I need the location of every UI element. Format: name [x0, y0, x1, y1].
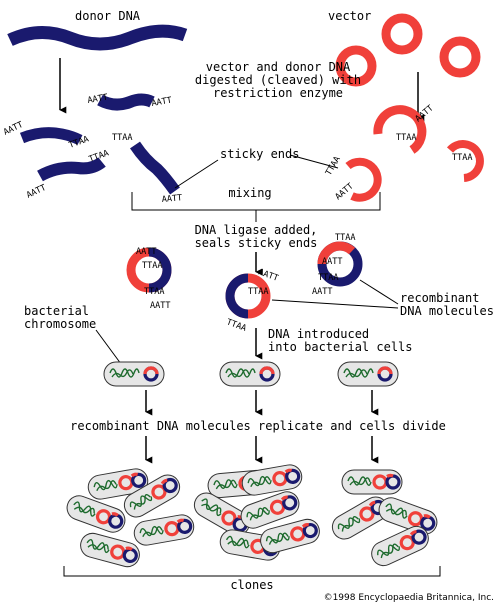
sticky-end-seq: TTAA: [335, 233, 355, 243]
sticky-end-seq: AATT: [136, 247, 156, 257]
vector-plasmid: [335, 45, 377, 87]
clone-cluster-left: [62, 465, 198, 571]
donor-dna-label: donor DNA: [75, 9, 141, 23]
sticky-end-seq: TTAA: [318, 273, 338, 283]
sticky-end-seq: TTAA: [396, 133, 416, 143]
clones-bracket: [63, 566, 441, 577]
bacterial-label-1: bacterial: [24, 304, 89, 318]
leader-line: [359, 279, 399, 305]
sticky-end-seq: TTAA: [142, 261, 162, 271]
donor-dna-strand: [7, 24, 188, 51]
copyright: ©1998 Encyclopaedia Britannica, Inc.: [324, 593, 494, 603]
sticky-end-seq: TTAA: [225, 317, 248, 333]
recombinant-plasmid: [317, 241, 363, 287]
cut-vector: [373, 105, 427, 154]
sticky-end-seq: TTAA: [452, 153, 472, 163]
sticky-end-seq: AATT: [150, 301, 170, 311]
introduced-label-2: into bacterial cells: [268, 340, 413, 354]
introduced-label-1: DNA introduced: [268, 327, 369, 341]
cut-vector: [345, 157, 382, 202]
sticky-end-seq: AATT: [322, 257, 342, 267]
donor-fragment: [97, 93, 155, 111]
clone-cluster-middle: [188, 461, 324, 564]
sticky-end-seq: AATT: [87, 93, 109, 106]
recombinant-plasmid: [126, 247, 172, 293]
ligase-label-2: seals sticky ends: [195, 236, 318, 250]
digest-label-2: digested (cleaved) with: [195, 73, 361, 87]
bacterial-label-2: chromosome: [24, 317, 96, 331]
sticky-end-seq: AATT: [312, 287, 332, 297]
leader-line: [271, 299, 399, 309]
donor-fragment: [130, 141, 180, 195]
bacterial-cell-icon: [218, 360, 282, 388]
mixing-label: mixing: [228, 186, 271, 200]
sticky-end-seq: TTAA: [248, 287, 268, 297]
bacterial-cell-icon: [336, 360, 400, 388]
recombinant-label-1: recombinant: [400, 291, 479, 305]
mixing-label-bg: [220, 186, 280, 200]
sticky-end-seq: TTAA: [112, 133, 132, 143]
sticky-end-seq: AATT: [151, 96, 173, 109]
clones-label: clones: [230, 578, 273, 592]
sticky-end-seq: AATT: [161, 193, 182, 205]
donor-fragment: [19, 127, 83, 145]
recombinant-plasmid: [225, 273, 271, 319]
bacterial-cell-icon: [102, 360, 166, 388]
digest-label-3: restriction enzyme: [213, 86, 343, 100]
vector-label: vector: [328, 9, 371, 23]
clone-cluster-right: [326, 468, 442, 572]
leader-line: [289, 154, 339, 169]
recombinant-label-2: DNA molecules: [400, 304, 494, 318]
vector-plasmid: [381, 13, 423, 55]
replicate-label: recombinant DNA molecules replicate and …: [70, 419, 446, 433]
ligase-label-1: DNA ligase added,: [195, 223, 318, 237]
sticky-end-seq: TTAA: [324, 155, 343, 178]
digest-label-1: vector and donor DNA: [206, 60, 351, 74]
sticky-end-seq: TTAA: [144, 287, 164, 297]
vector-plasmid: [439, 36, 481, 78]
sticky-ends-label: sticky ends: [220, 147, 299, 161]
sticky-end-seq: AATT: [25, 183, 48, 201]
donor-fragment: [37, 157, 106, 182]
sticky-end-seq: AATT: [414, 103, 436, 124]
cut-vector: [446, 140, 484, 182]
leader-line: [174, 159, 219, 189]
